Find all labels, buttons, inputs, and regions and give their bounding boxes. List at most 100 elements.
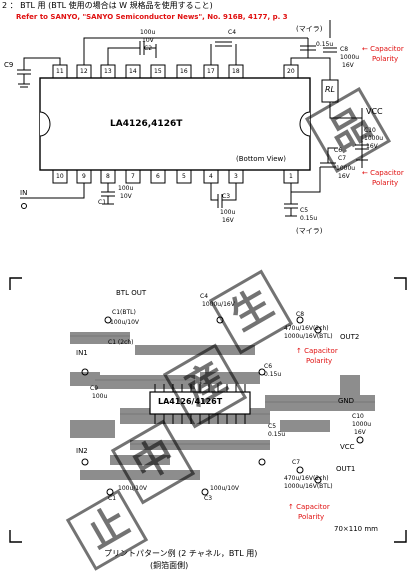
- c1-voltage: 10V: [120, 193, 132, 200]
- mylar-label-top: (マイラ): [296, 25, 323, 33]
- c2-voltage: 10V: [142, 37, 154, 44]
- pcb-c5-label: C5: [268, 423, 277, 430]
- board-size-label: 70×110 mm: [334, 525, 378, 533]
- c10-label: C10: [364, 127, 376, 134]
- pcb-ic-label: LA4126/4126T: [158, 397, 223, 406]
- c7-label: C7: [338, 155, 347, 162]
- out1-label: OUT1: [336, 465, 356, 473]
- pin-9: 9: [82, 173, 86, 180]
- ic-notch-left: [39, 111, 51, 137]
- pcb-c3-value: 100u/10V: [210, 485, 240, 492]
- mylar-capacitor-top: [300, 45, 316, 58]
- pcb-c7-value-btl: 1000u/16V(BTL): [284, 483, 333, 490]
- c9-label: C9: [4, 61, 14, 69]
- c8-capacitor: [323, 47, 337, 53]
- input-label: IN: [20, 189, 28, 197]
- c3-label: C3: [222, 193, 231, 200]
- reference-note: Refer to SANYO, "SANYO Semiconductor New…: [16, 13, 288, 21]
- pin-11: 11: [56, 68, 64, 75]
- pin-7: 7: [131, 173, 135, 180]
- pcb-c1b-value: 100u/10V: [118, 485, 148, 492]
- c5-label: C5: [300, 207, 309, 214]
- pin-15: 15: [154, 68, 162, 75]
- c8-voltage: 16V: [342, 62, 354, 69]
- capacitor-polarity-note-1a: ← Capacitor: [362, 45, 404, 53]
- mylar-label-bottom: (マイラ): [296, 227, 323, 235]
- c8-label: C8: [340, 46, 349, 53]
- rl-label: RL: [325, 85, 336, 94]
- c3-value: 100u: [220, 209, 236, 216]
- capacitor-polarity-note-1b: Polarity: [372, 55, 399, 63]
- gnd-label: GND: [338, 397, 355, 405]
- pcb-c10-voltage: 16V: [354, 429, 366, 436]
- pin-1: 1: [289, 173, 293, 180]
- bottom-pin-boxes: [52, 169, 299, 184]
- bottom-view-label: (Bottom View): [236, 155, 286, 163]
- input-terminal: [21, 203, 27, 209]
- pcb-capacitor-polarity-2a: ↑ Capacitor: [288, 503, 330, 511]
- pin-10: 10: [56, 173, 64, 180]
- pcb-caption: プリントパターン例 (2 チャネル，BTL 用): [104, 549, 258, 558]
- c4-capacitor: [215, 41, 232, 47]
- in1-label: IN1: [76, 349, 88, 357]
- vcc-label: VCC: [366, 107, 383, 116]
- c7-value: 1000u: [336, 165, 356, 172]
- pin-20: 20: [287, 68, 295, 75]
- c6-label: C6: [334, 147, 343, 154]
- c1-label: C1: [98, 199, 107, 206]
- pcb-c9-value: 100u: [92, 393, 108, 400]
- figure-title: 2 ： BTL 用 (BTL 使用の場合は W 規格品を使用すること): [2, 1, 213, 10]
- pin-6: 6: [156, 173, 160, 180]
- c2-value: 100u: [140, 29, 156, 36]
- pcb-c4-value: 1000u/16V: [202, 301, 235, 308]
- pcb-vcc-label: VCC: [340, 443, 355, 451]
- pcb-capacitor-polarity-1a: ↑ Capacitor: [296, 347, 338, 355]
- pin-12: 12: [80, 68, 88, 75]
- capacitor-polarity-note-2a: ← Capacitor: [362, 169, 404, 177]
- c4-label: C4: [228, 29, 237, 36]
- watermark-stamp: [65, 86, 392, 571]
- pcb-c8-value-2ch: 470u/16V(2ch): [284, 325, 329, 332]
- btl-out-label: BTL OUT: [116, 289, 147, 297]
- pcb-trace-texture: [70, 335, 375, 445]
- pin-18: 18: [232, 68, 240, 75]
- pcb-c9-label: C9: [90, 385, 99, 392]
- ic-label: LA4126,4126T: [110, 119, 183, 129]
- capacitor-polarity-note-2b: Polarity: [372, 179, 399, 187]
- pcb-c5-value: 0.15u: [268, 431, 286, 438]
- pcb-c1-2ch-label: C1 (2ch): [108, 339, 134, 346]
- pin-16: 16: [180, 68, 188, 75]
- schematic-diagram: [17, 20, 369, 217]
- pin-14: 14: [129, 68, 137, 75]
- pin-4: 4: [209, 173, 213, 180]
- pcb-frame: [9, 277, 407, 543]
- c5-value: 0.15u: [300, 215, 318, 222]
- pcb-c10-label: C10: [352, 413, 364, 420]
- pcb-c7-value-2ch: 470u/16V(2ch): [284, 475, 329, 482]
- pcb-c10-value: 1000u: [352, 421, 372, 428]
- pin-8: 8: [106, 173, 110, 180]
- top-rail: [83, 37, 308, 65]
- pin-17: 17: [207, 68, 215, 75]
- c1-value: 100u: [118, 185, 134, 192]
- pcb-c3-label: C3: [204, 495, 213, 502]
- pcb-c7-label: C7: [292, 459, 301, 466]
- pin-13: 13: [104, 68, 112, 75]
- c3-capacitor: [217, 194, 223, 208]
- pcb-capacitor-polarity-2b: Polarity: [298, 513, 325, 521]
- pcb-c1b-label: C1: [108, 495, 117, 502]
- c2-capacitor: [139, 41, 157, 58]
- pin-3: 3: [234, 173, 238, 180]
- c9-capacitor: [17, 69, 31, 88]
- pcb-c8-label: C8: [296, 311, 305, 318]
- out2-label: OUT2: [340, 333, 360, 341]
- top-pin-boxes: [52, 64, 299, 79]
- pcb-c8-value-btl: 1000u/16V(BTL): [284, 333, 333, 340]
- pcb-c6-label: C6: [264, 363, 273, 370]
- pcb-c6-value: 0.15u: [264, 371, 282, 378]
- c4-value-label: 0.15u: [316, 41, 334, 48]
- c7-voltage: 16V: [338, 173, 350, 180]
- c2-label: C2: [144, 45, 153, 52]
- pcb-caption-sub: (銅箔面側): [150, 561, 189, 570]
